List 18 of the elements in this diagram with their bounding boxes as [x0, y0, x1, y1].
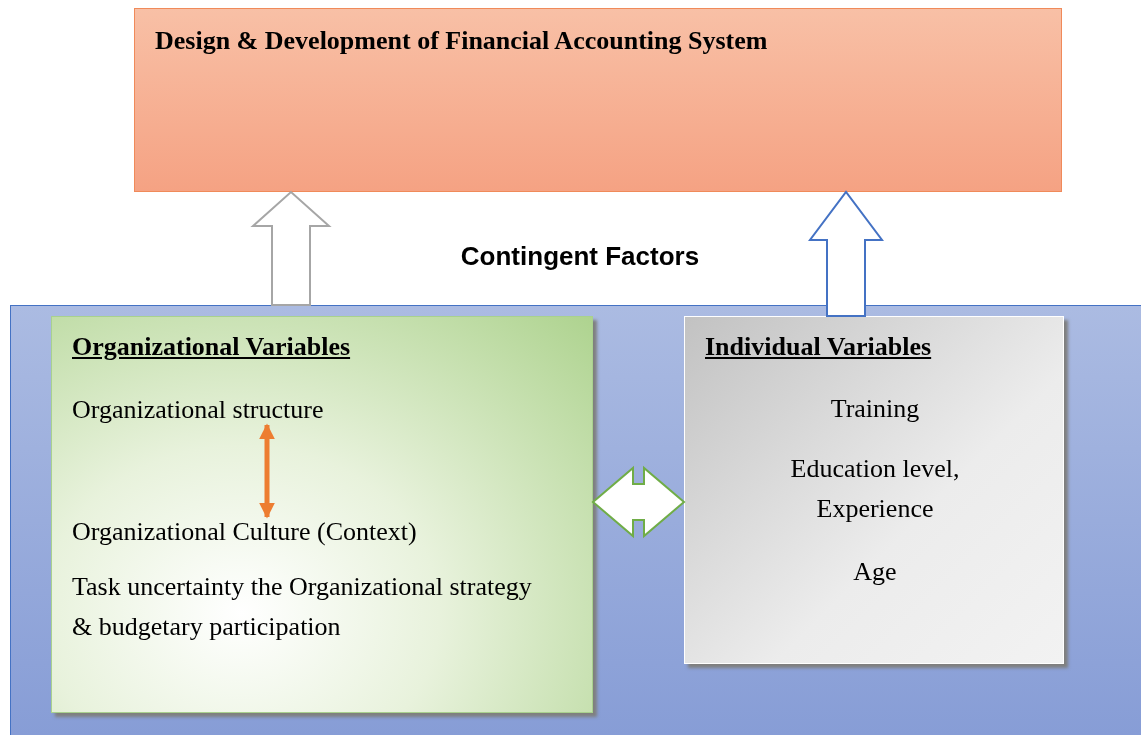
item-text: Organizational Culture (Context) — [72, 517, 532, 547]
double-arrow — [259, 423, 275, 519]
body-text: Task uncertainty the Organizational strategy & budgetary participation — [72, 571, 533, 643]
body-text: Training — [829, 393, 921, 425]
variables-panel — [684, 316, 1064, 664]
title-box — [134, 8, 1062, 192]
section-label: Contingent Factors — [459, 240, 701, 273]
variables-panel — [51, 316, 593, 713]
background-panel — [10, 305, 1141, 735]
box-title: Design & Development of Financial Accounting System — [155, 25, 769, 57]
item-text: Organizational structure — [72, 395, 402, 425]
panel-heading: Organizational Variables — [72, 331, 352, 363]
body-text: Age — [852, 556, 898, 588]
block-arrow — [808, 190, 884, 317]
panel-heading: Individual Variables — [705, 331, 933, 363]
block-arrow — [591, 465, 686, 539]
body-text: Education level, Experience — [789, 453, 961, 525]
block-arrow — [250, 190, 332, 306]
